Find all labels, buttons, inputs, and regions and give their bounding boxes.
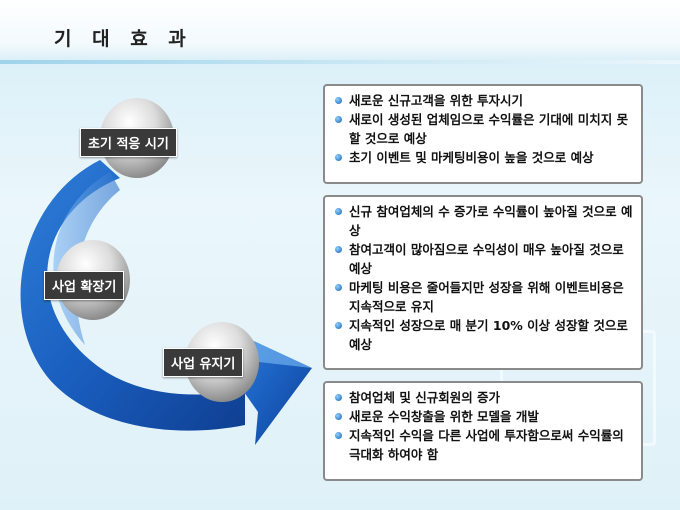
bullet-icon	[335, 97, 342, 104]
bullet-icon	[335, 208, 342, 215]
list-item: 마케팅 비용은 줄어들지만 성장을 위해 이벤트비용은 지속적으로 유지	[335, 278, 633, 316]
list-item: 초기 이벤트 및 마케팅비용이 높을 것으로 예상	[335, 148, 633, 167]
list-item: 지속적인 수익을 다른 사업에 투자함으로써 수익률의 극대화 하여야 함	[335, 426, 633, 464]
bullet-icon	[335, 394, 342, 401]
list-item: 새로운 수익창출을 위한 모델을 개발	[335, 407, 633, 426]
bullet-icon	[335, 116, 342, 123]
list-item: 참여고객이 많아짐으로 수익성이 매우 높아질 것으로 예상	[335, 240, 633, 278]
bullet-icon	[335, 322, 342, 329]
info-box-initial: 새로운 신규고객을 위한 투자시기 새로이 생성된 업체임으로 수익률은 기대에…	[323, 84, 643, 184]
bullet-icon	[335, 246, 342, 253]
header-bar	[0, 0, 680, 62]
bullet-icon	[335, 413, 342, 420]
bullet-icon	[335, 154, 342, 161]
stage-label-expansion: 사업 확장기	[44, 271, 125, 300]
page-title: 기 대 효 과	[54, 28, 193, 50]
list-item: 새로운 신규고객을 위한 투자시기	[335, 91, 633, 110]
stage-label-initial: 초기 적응 시기	[80, 128, 177, 157]
list-item: 신규 참여업체의 수 증가로 수익률이 높아질 것으로 예상	[335, 202, 633, 240]
list-item: 새로이 생성된 업체임으로 수익률은 기대에 미치지 못할 것으로 예상	[335, 110, 633, 148]
header-divider	[0, 60, 680, 64]
bullet-icon	[335, 432, 342, 439]
curved-arrow-body	[20, 160, 246, 431]
info-box-maintenance: 참여업체 및 신규회원의 증가 새로운 수익창출을 위한 모델을 개발 지속적인…	[323, 381, 643, 481]
bullet-icon	[335, 284, 342, 291]
list-item: 지속적인 성장으로 매 분기 10% 이상 성장할 것으로 예상	[335, 316, 633, 354]
info-box-expansion: 신규 참여업체의 수 증가로 수익률이 높아질 것으로 예상 참여고객이 많아짐…	[323, 195, 643, 370]
list-item: 참여업체 및 신규회원의 증가	[335, 388, 633, 407]
stage-label-maintenance: 사업 유지기	[163, 348, 244, 377]
